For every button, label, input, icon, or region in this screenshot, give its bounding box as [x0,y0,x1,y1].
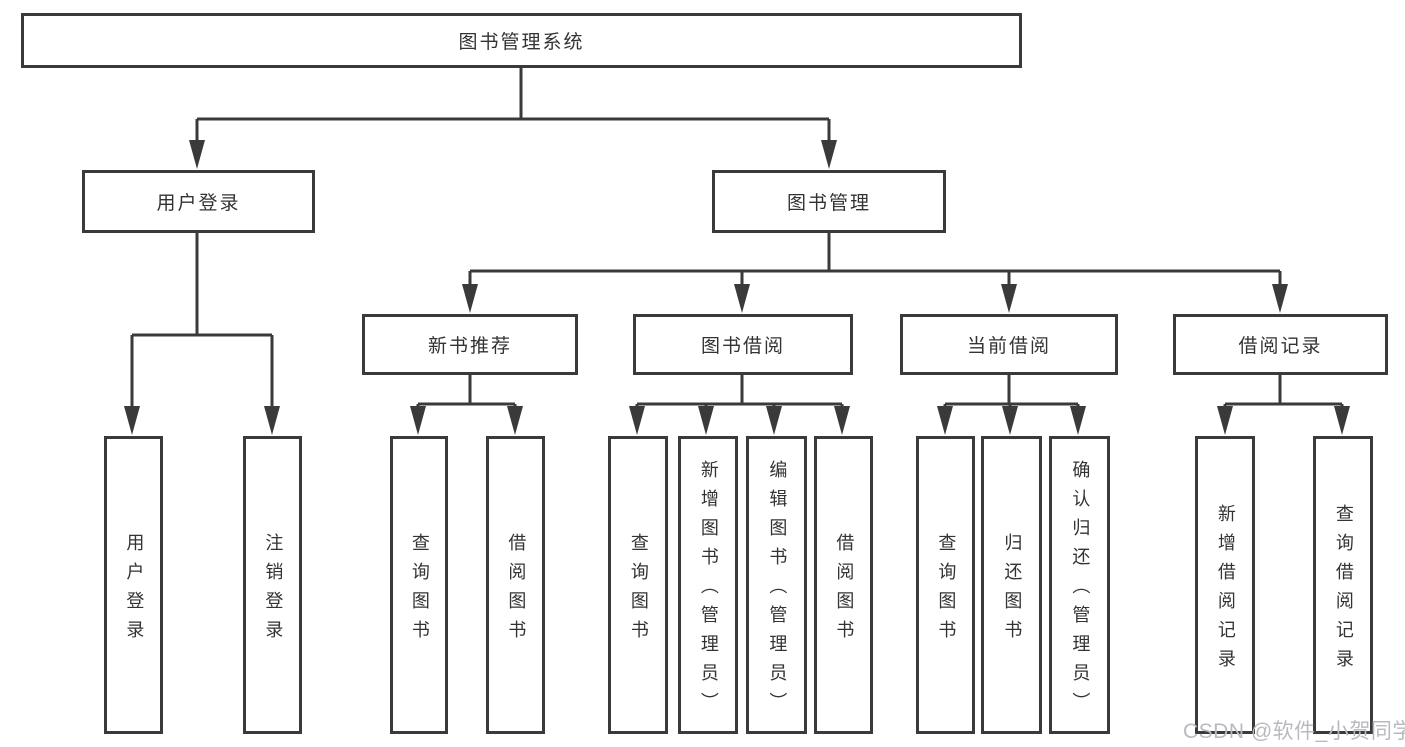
leaf-user-login: 用户登录 [104,436,163,734]
node-label: 新书推荐 [427,336,512,357]
connector-book-borrow-to-leaves [629,375,850,435]
node-label: 当前借阅 [966,336,1051,357]
leaf-label: 借阅图书 [834,532,855,649]
node-new-book-recommend: 新书推荐 [362,314,578,375]
leaf-add-books-admin: 新增图书（管理员） [678,436,738,734]
node-label: 图书管理系统 [458,32,585,53]
node-label: 图书借阅 [700,336,785,357]
arrowhead-icon [264,406,280,435]
arrowhead-icon [189,140,205,169]
leaf-label: 确认归还（管理员） [1070,460,1091,721]
node-current-borrow: 当前借阅 [900,314,1118,375]
leaf-query-books-recommend: 查询图书 [390,436,448,734]
node-borrow-records: 借阅记录 [1173,314,1388,375]
leaf-query-borrow-record: 查询借阅记录 [1313,436,1373,734]
arrowhead-icon [1272,284,1288,313]
arrowhead-icon [937,406,953,435]
arrowhead-icon [834,406,850,435]
node-book-management: 图书管理 [712,170,946,233]
leaf-label: 归还图书 [1002,532,1023,649]
arrowhead-icon [734,284,750,313]
arrowhead-icon [1002,406,1018,435]
connector-current-borrow-to-leaves [937,375,1086,435]
leaf-edit-books-admin: 编辑图书（管理员） [746,436,807,734]
connector-book-management-to-level2 [462,233,1288,313]
connector-new-book-recommend-to-leaves [410,375,523,435]
node-user-login: 用户登录 [82,170,315,233]
csdn-watermark: CSDN @软件_小贺同学 [1183,720,1405,743]
leaf-query-books-current: 查询图书 [916,436,975,734]
leaf-logout: 注销登录 [243,436,302,734]
leaf-label: 查询图书 [936,532,957,649]
leaf-label: 新增图书（管理员） [698,460,719,721]
arrowhead-icon [821,140,837,169]
leaf-return-books: 归还图书 [981,436,1042,734]
arrowhead-icon [1001,284,1017,313]
leaf-label: 查询借阅记录 [1333,503,1354,678]
leaf-borrow-books-recommend: 借阅图书 [486,436,545,734]
leaf-confirm-return-admin: 确认归还（管理员） [1049,436,1110,734]
arrowhead-icon [698,406,714,435]
arrowhead-icon [766,406,782,435]
node-book-borrow: 图书借阅 [633,314,853,375]
connector-root-to-level1 [189,66,837,169]
arrowhead-icon [124,406,140,435]
arrowhead-icon [507,406,523,435]
leaf-label: 用户登录 [124,532,145,649]
leaf-add-borrow-record: 新增借阅记录 [1195,436,1255,734]
arrowhead-icon [462,284,478,313]
leaf-borrow-books: 借阅图书 [814,436,873,734]
leaf-query-books-borrow: 查询图书 [608,436,668,734]
leaf-label: 注销登录 [263,532,284,649]
arrowhead-icon [1070,406,1086,435]
arrowhead-icon [410,406,426,435]
leaf-label: 借阅图书 [506,532,527,649]
node-library-management-system: 图书管理系统 [21,13,1022,68]
connector-user-login-to-leaves [124,233,280,435]
leaf-label: 编辑图书（管理员） [767,460,788,721]
arrowhead-icon [1334,406,1350,435]
leaf-label: 新增借阅记录 [1215,503,1236,678]
arrowhead-icon [1217,406,1233,435]
arrowhead-icon [629,406,645,435]
node-label: 借阅记录 [1238,336,1323,357]
leaf-label: 查询图书 [409,532,430,649]
leaf-label: 查询图书 [628,532,649,649]
connector-borrow-records-to-leaves [1217,375,1350,435]
node-label: 用户登录 [156,193,241,214]
node-label: 图书管理 [786,193,871,214]
